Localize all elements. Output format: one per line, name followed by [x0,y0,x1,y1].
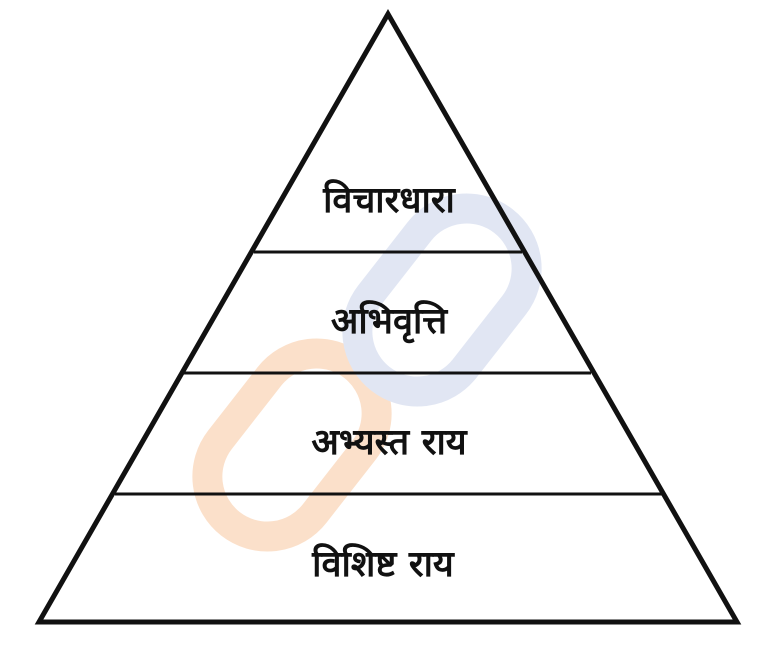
watermark-link-blue [342,193,542,407]
chain-link-icon [192,193,542,552]
tier-label-top: विचारधारा [322,179,456,221]
tier-label-second: अभिवृत्ति [331,300,448,344]
tier-label-third: अभ्यस्त राय [311,422,467,463]
tier-label-base: विशिष्ट राय [311,543,455,585]
pyramid-outline [34,8,742,625]
